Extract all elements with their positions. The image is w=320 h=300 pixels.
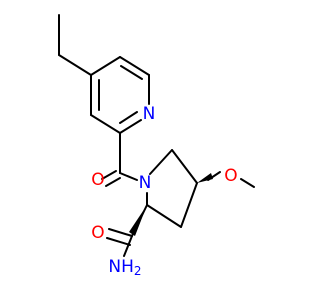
bond-pyridine-c4-c5	[90, 56, 121, 76]
atom-label-pyridine-n: N	[143, 104, 156, 124]
wedge-bond-amide	[129, 205, 147, 236]
bond-pyridine-n-c2	[119, 119, 142, 134]
bond-carbonyl-double-a	[101, 170, 117, 180]
molecule-structure: N O N O O NH2	[58, 14, 255, 278]
atom-label-carbonyl-o: O	[91, 170, 104, 190]
bond-pyridine-c2-c3	[90, 114, 121, 134]
bond-n-c5	[149, 149, 173, 175]
bond-c4-c3	[180, 182, 198, 228]
bonds	[58, 14, 255, 257]
atom-label-amide-n-main: NH	[108, 257, 134, 277]
bond-amide-double-b	[106, 237, 131, 246]
atom-label-amide-n: NH2	[108, 257, 141, 278]
bond-amide-n	[123, 235, 133, 257]
bond-c3-c2	[146, 204, 182, 228]
atom-label-amide-n-subscript: 2	[134, 264, 142, 278]
bond-pyridine-n-c2-inner	[119, 111, 138, 124]
stereo-bonds	[129, 173, 213, 236]
bond-carbonyl-double-b	[105, 177, 121, 187]
atom-label-pyrrolidine-n: N	[139, 173, 152, 193]
bond-amide-double-a	[108, 228, 133, 237]
atom-label-amide-o: O	[91, 223, 104, 243]
bond-ethyl-ch2	[58, 54, 92, 76]
bond-methoxy-ch3	[240, 178, 255, 188]
atom-label-methoxy-o: O	[224, 166, 237, 186]
atom-labels: N O N O O NH2	[91, 104, 237, 278]
bond-pyridine-c5-c6	[119, 56, 150, 76]
wedge-bond-methoxy	[197, 173, 213, 183]
bond-carbonyl-n	[119, 172, 138, 181]
bond-pyridine-c5-c6-inner	[120, 65, 143, 80]
bond-c5-c4	[171, 149, 198, 184]
